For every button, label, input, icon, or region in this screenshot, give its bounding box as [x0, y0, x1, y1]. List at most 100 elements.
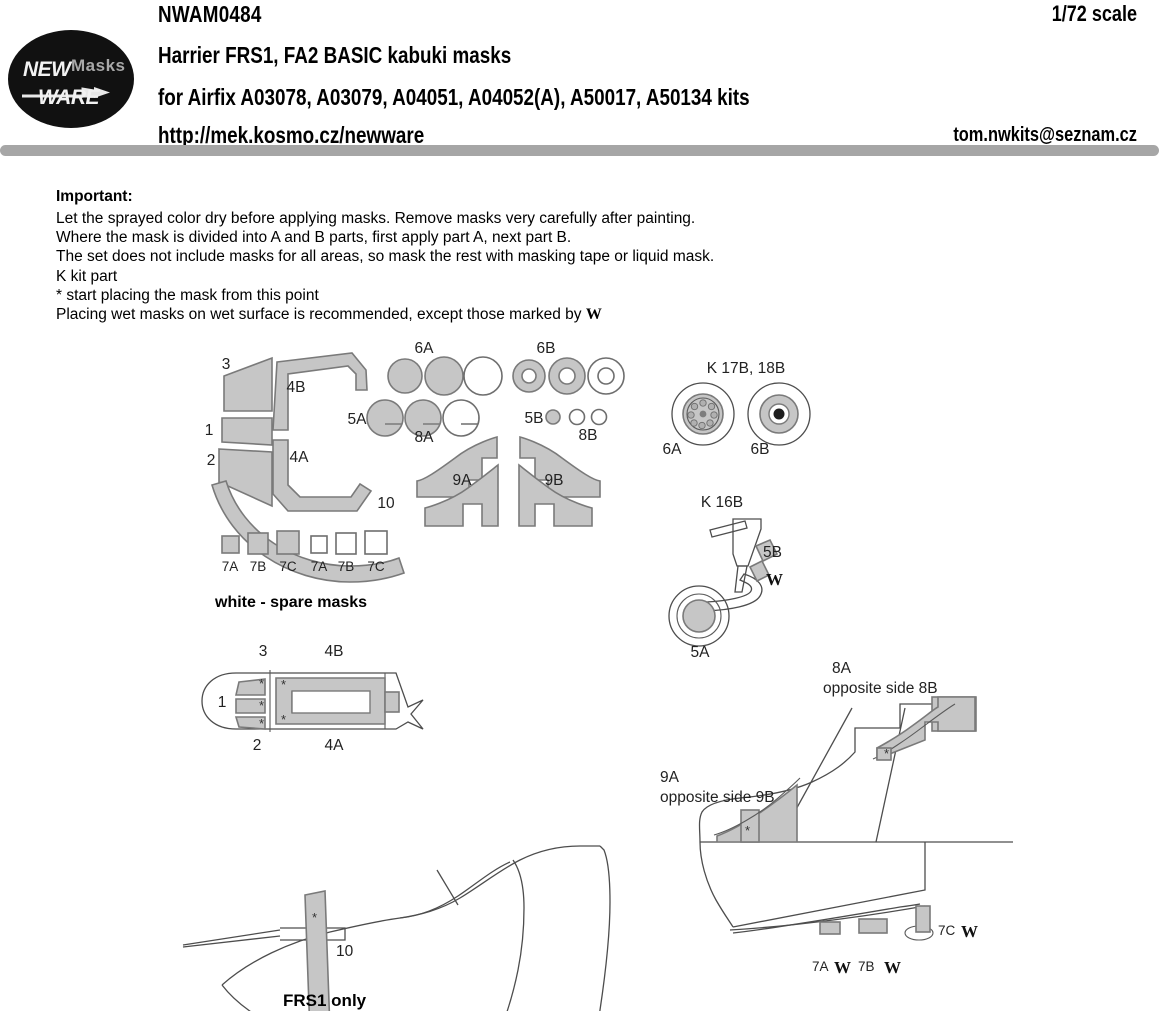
- mask-label-3: 3: [222, 356, 231, 373]
- compatible-kits-line: for Airfix A03078, A03079, A04051, A0405…: [158, 84, 750, 110]
- page-header: NEW Masks WARE NWAM0484 1/72 scale Harri…: [0, 0, 1159, 156]
- canopy-star-1: *: [259, 676, 264, 691]
- mask-pac-5a-3: [442, 399, 480, 437]
- important-line-4: K kit part: [56, 267, 118, 285]
- mask-shape-8a: [416, 435, 498, 498]
- mask-square-7c-gray: [276, 530, 300, 555]
- mask-shape-2: [218, 448, 273, 508]
- mask-shape-1: [221, 417, 273, 446]
- mask-shape-4b: [272, 352, 368, 431]
- bottom-mask-label-7b: 7B: [858, 959, 875, 974]
- mask-disc-6a-2: [424, 356, 464, 396]
- canopy-label-2: 2: [253, 737, 262, 754]
- mask-label-8b: 8B: [579, 427, 598, 444]
- spare-label-gray-7a: 7A: [222, 559, 239, 574]
- spare-masks-caption: white - spare masks: [214, 594, 367, 611]
- tail-label-9a: 9A: [660, 769, 680, 786]
- gear-part-caption: K 16B: [701, 494, 743, 511]
- page-title: Harrier FRS1, FA2 BASIC kabuki masks: [158, 42, 512, 68]
- wet-mask-note: Placing wet masks on wet surface is reco…: [56, 306, 586, 324]
- mask-ring-6b-3: [587, 357, 625, 395]
- mask-pac-5a-1: [366, 399, 404, 437]
- tail-label-8a: 8A: [832, 660, 852, 677]
- mask-label-8a: 8A: [415, 429, 435, 446]
- bottom-mask-wet-7c: W: [961, 922, 978, 941]
- bottom-mask-label-7a: 7A: [812, 959, 829, 974]
- tail-star-upper: *: [884, 746, 889, 761]
- mask-shape-8b: [519, 435, 601, 498]
- bottom-mask-label-7c: 7C: [938, 923, 956, 938]
- important-heading: Important:: [56, 188, 133, 205]
- mask-label-10: 10: [377, 495, 395, 512]
- mask-disc-6a-3: [463, 356, 503, 396]
- mask-shape-9a: [424, 463, 499, 527]
- mask-label-4a: 4A: [290, 449, 310, 466]
- mask-shape-10: [211, 480, 406, 583]
- tail-note-9b: opposite side 9B: [660, 789, 775, 806]
- mask-label-9a: 9A: [453, 472, 473, 489]
- important-line-6: Placing wet masks on wet surface is reco…: [56, 305, 856, 324]
- bottom-mask-wet-7a: W: [834, 958, 851, 977]
- wet-mark-glyph: W: [585, 306, 602, 324]
- bottom-mask-wet-7b: W: [884, 958, 901, 977]
- important-notes: Important: Let the sprayed color dry bef…: [56, 188, 856, 324]
- gear-mask-label-5b: 5B: [763, 544, 782, 561]
- mask-label-9b: 9B: [545, 472, 564, 489]
- mask-label-1: 1: [205, 422, 214, 439]
- mask-ring-6b-1: [512, 359, 546, 393]
- header-divider: [0, 145, 1159, 156]
- spare-label-gray-7c: 7C: [279, 559, 297, 574]
- tail-note-8b: opposite side 8B: [823, 680, 938, 697]
- logo-arrow-icon: [22, 87, 110, 98]
- nose-caption: FRS1 only: [283, 991, 367, 1010]
- mask-label-6b: 6B: [537, 340, 556, 357]
- canopy-star-2: *: [259, 698, 264, 713]
- logo-ellipse: [8, 30, 134, 128]
- gear-detail: K 16B 5B W 5A: [668, 494, 783, 661]
- spare-label-gray-7b: 7B: [250, 559, 267, 574]
- website-url[interactable]: http://mek.kosmo.cz/newware: [158, 122, 425, 148]
- nose-star: *: [312, 910, 317, 925]
- wheel-label-6b: 6B: [751, 441, 770, 458]
- mask-disc-6a-1: [387, 358, 423, 394]
- contact-email[interactable]: tom.nwkits@seznam.cz: [953, 124, 1137, 146]
- mask-square-7b-gray: [247, 532, 269, 555]
- tail-star-lower: *: [745, 823, 750, 838]
- wheel-label-6a: 6A: [663, 441, 683, 458]
- mask-label-2: 2: [207, 452, 216, 469]
- brand-logo: NEW Masks WARE: [8, 30, 134, 128]
- canopy-label-1: 1: [218, 694, 227, 711]
- wheel-6b-drawing: [747, 382, 811, 446]
- important-line-5: * start placing the mask from this point: [56, 286, 319, 304]
- canopy-label-3: 3: [259, 643, 268, 660]
- important-line-1: Let the sprayed color dry before applyin…: [56, 210, 696, 227]
- gear-wet-mark: W: [766, 570, 783, 589]
- mask-square-7b-white: [335, 532, 357, 555]
- mask-pac-5a-2: [404, 399, 442, 437]
- wheels-detail: K 17B, 18B 6A 6B: [663, 360, 811, 458]
- mask-disc-5b-2: [568, 408, 586, 426]
- mask-label-6a: 6A: [415, 340, 435, 357]
- canopy-detail: * * * * * 3 1 2 4B 4A: [201, 643, 424, 754]
- important-line-3: The set does not include masks for all a…: [56, 248, 715, 266]
- spare-label-white-7a: 7A: [311, 559, 328, 574]
- mask-label-4b: 4B: [287, 379, 306, 396]
- tail-detail: * * 8A opposite side 8B 9A opposite side…: [660, 660, 1013, 977]
- nose-profile-detail: * 10 FRS1 only: [182, 845, 611, 1011]
- mask-shape-9b: [518, 463, 593, 527]
- logo-text-ware: WARE: [38, 86, 100, 109]
- mask-shape-4a: [272, 439, 373, 512]
- scale-label: 1/72 scale: [1051, 1, 1137, 26]
- mask-label-5a: 5A: [348, 411, 368, 428]
- instruction-diagrams: 3 1 2 10 4B 4A 6A: [0, 330, 1159, 1011]
- mask-disc-5b-1: [545, 409, 561, 425]
- canopy-label-4a: 4A: [325, 737, 345, 754]
- canopy-star-5: *: [281, 712, 286, 727]
- mask-sheet-layout: 3 1 2 10 4B 4A 6A: [205, 340, 625, 611]
- canopy-star-3: *: [259, 716, 264, 731]
- mask-label-5b: 5B: [525, 410, 544, 427]
- spare-label-white-7b: 7B: [338, 559, 355, 574]
- canopy-label-4b: 4B: [325, 643, 344, 660]
- logo-text-masks: Masks: [71, 56, 126, 75]
- spare-label-white-7c: 7C: [367, 559, 385, 574]
